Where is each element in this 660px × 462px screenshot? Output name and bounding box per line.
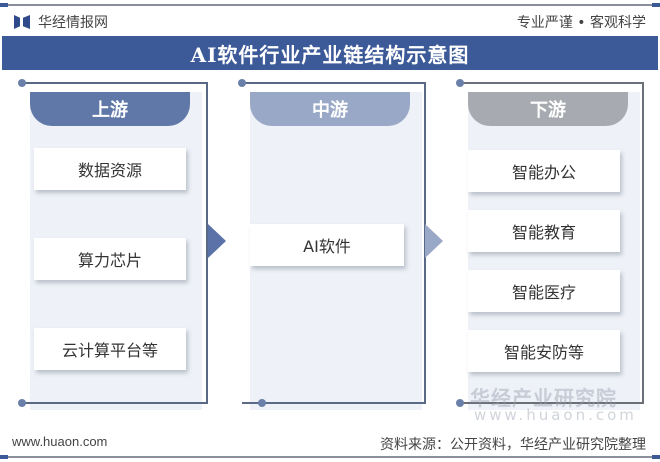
brand: 华经情报网 (14, 12, 108, 32)
node-card: AI软件 (250, 224, 404, 266)
node-card: 智能医疗 (468, 270, 620, 312)
dot-marker-icon (456, 79, 464, 87)
page-title: AI软件行业产业链结构示意图 (2, 36, 658, 70)
arrow-right-icon (208, 224, 226, 258)
dot-marker-icon (456, 399, 464, 407)
node-card: 智能办公 (468, 150, 620, 192)
node-card: 智能安防等 (468, 330, 620, 372)
bracket-frame (460, 82, 644, 404)
node-card: 智能教育 (468, 210, 620, 252)
column-downstream: 下游 智能办公 智能教育 智能医疗 智能安防等 (456, 79, 648, 412)
top-divider (0, 3, 660, 7)
slogan: 专业严谨 • 客观科学 (516, 15, 646, 31)
arrow-right-icon (425, 224, 443, 258)
dot-marker-icon (18, 399, 26, 407)
dot-marker-icon (258, 399, 266, 407)
footer-url: www.huaon.com (12, 434, 108, 449)
bottom-divider (0, 455, 660, 459)
column-header: 下游 (468, 92, 628, 126)
brand-name: 华经情报网 (38, 15, 108, 31)
node-card: 云计算平台等 (34, 328, 186, 370)
node-card: 数据资源 (34, 148, 186, 190)
column-header: 上游 (30, 92, 190, 126)
brand-logo-icon (14, 15, 30, 29)
column-upstream: 上游 数据资源 算力芯片 云计算平台等 (18, 79, 210, 412)
footer-source: 资料来源：公开资料，华经产业研究院整理 (380, 437, 646, 453)
watermark-url: www.huaon.com (474, 406, 637, 424)
watermark-name: 华经产业研究院 (470, 386, 617, 410)
dot-marker-icon (238, 79, 246, 87)
node-card: 算力芯片 (34, 238, 186, 280)
column-header: 中游 (250, 92, 410, 126)
dot-marker-icon (18, 79, 26, 87)
column-midstream: 中游 AI软件 (238, 79, 430, 412)
bracket-frame (22, 82, 208, 404)
